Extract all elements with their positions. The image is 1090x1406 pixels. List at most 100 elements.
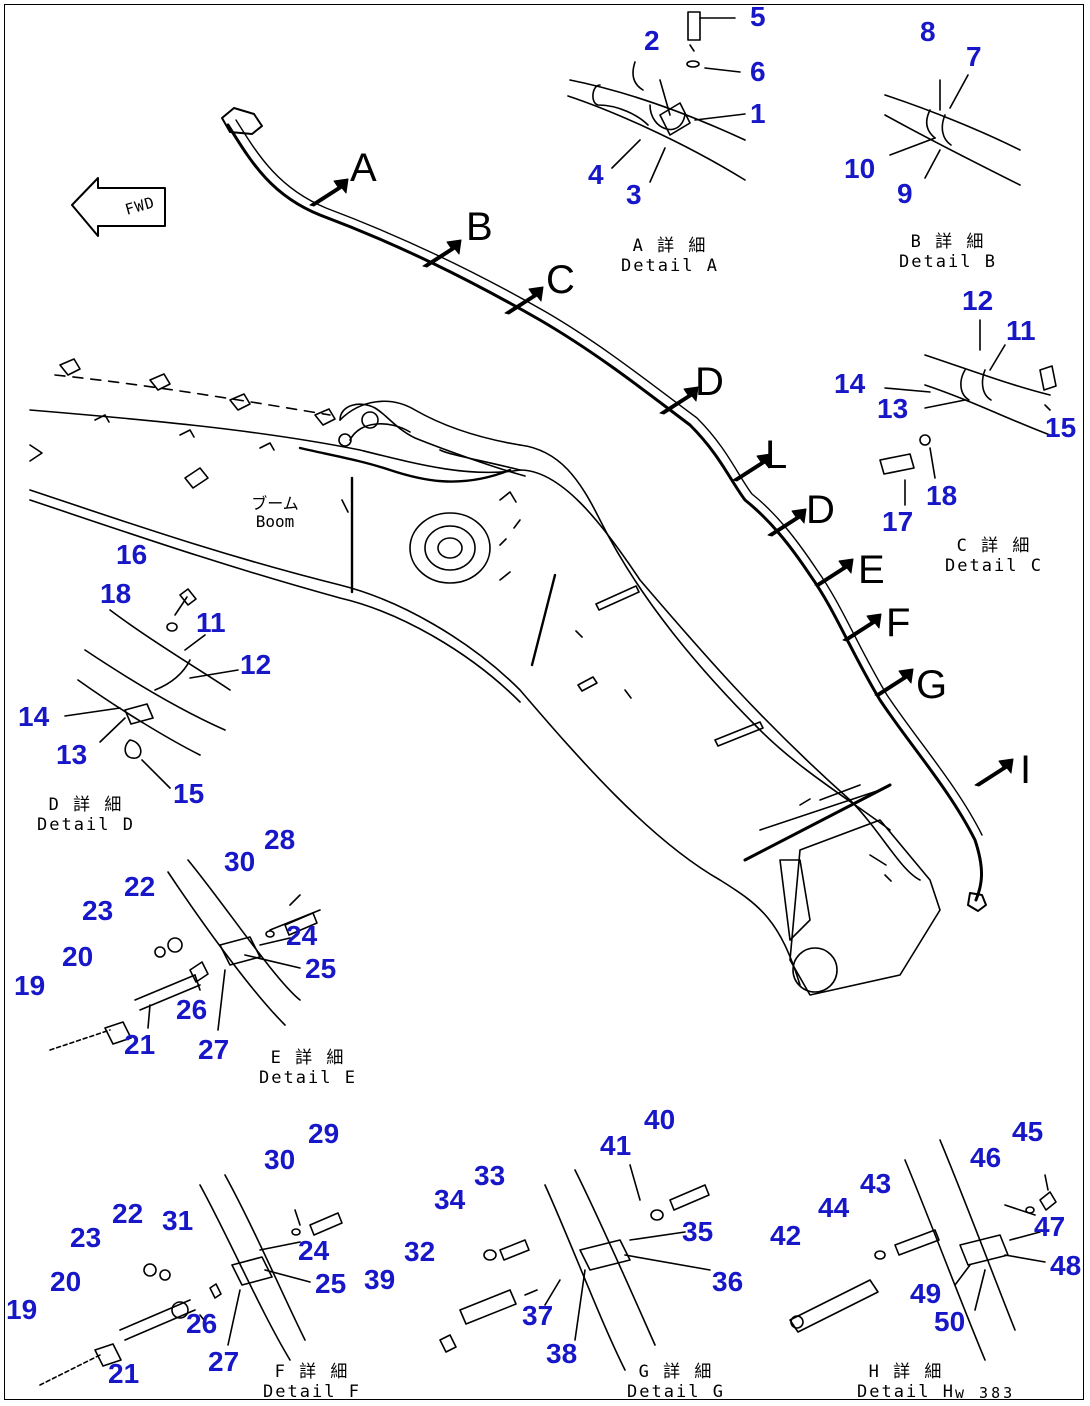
detail-a-caption: A 詳 細 Detail A bbox=[610, 236, 730, 276]
callout-21: 21 bbox=[124, 1029, 156, 1060]
callout-5: 5 bbox=[750, 1, 766, 32]
detail-a-sketch bbox=[567, 11, 746, 183]
view-letter-e: E bbox=[858, 548, 885, 592]
callout-27b: 27 bbox=[208, 1346, 240, 1377]
detail-g-sketch bbox=[439, 1164, 711, 1371]
detail-b-caption: B 詳 細 Detail B bbox=[888, 232, 1008, 272]
fwd-arrow-icon bbox=[71, 177, 166, 237]
callout-23b: 23 bbox=[70, 1222, 102, 1253]
callout-22b: 22 bbox=[112, 1198, 144, 1229]
detail-f-caption: F 詳 細 Detail F bbox=[252, 1362, 372, 1402]
detail-b-jp: B 詳 細 bbox=[910, 232, 986, 252]
detail-g-jp: G 詳 細 bbox=[638, 1362, 714, 1382]
callout-15: 15 bbox=[1045, 412, 1077, 443]
callout-43: 43 bbox=[860, 1168, 892, 1199]
callout-4: 4 bbox=[588, 159, 604, 190]
callout-18b: 18 bbox=[100, 578, 132, 609]
detail-f-en: Detail F bbox=[263, 1382, 361, 1402]
detail-c-jp: C 詳 細 bbox=[956, 536, 1032, 556]
callout-15b: 15 bbox=[173, 778, 205, 809]
callout-3: 3 bbox=[626, 179, 642, 210]
detail-g-en: Detail G bbox=[627, 1382, 725, 1402]
callout-7: 7 bbox=[966, 41, 982, 72]
callout-25b: 25 bbox=[315, 1268, 347, 1299]
callout-8: 8 bbox=[920, 16, 936, 47]
detail-f-sketch bbox=[39, 1174, 343, 1386]
detail-d-jp: D 詳 細 bbox=[48, 795, 124, 815]
callout-2: 2 bbox=[644, 25, 660, 56]
callout-13: 13 bbox=[877, 393, 909, 424]
callout-40: 40 bbox=[644, 1104, 676, 1135]
callout-14b: 14 bbox=[18, 701, 50, 732]
callout-49: 49 bbox=[910, 1278, 942, 1309]
detail-c-en: Detail C bbox=[945, 556, 1043, 576]
callout-16: 16 bbox=[116, 539, 148, 570]
callout-26b: 26 bbox=[186, 1308, 218, 1339]
view-arrows bbox=[309, 178, 1014, 787]
callout-18: 18 bbox=[926, 480, 958, 511]
detail-h-en: Detail H bbox=[857, 1382, 955, 1402]
detail-d-en: Detail D bbox=[37, 815, 135, 835]
callout-23: 23 bbox=[82, 895, 114, 926]
callout-6: 6 bbox=[750, 56, 766, 87]
detail-a-en: Detail A bbox=[621, 256, 719, 276]
callout-31: 31 bbox=[162, 1205, 194, 1236]
callout-36: 36 bbox=[712, 1266, 744, 1297]
callout-11: 11 bbox=[1006, 315, 1036, 346]
view-letter-a: A bbox=[350, 146, 377, 190]
detail-e-sketch bbox=[49, 859, 321, 1051]
detail-g-caption: G 詳 細 Detail G bbox=[616, 1362, 736, 1402]
callout-19b: 19 bbox=[6, 1294, 38, 1325]
callout-25: 25 bbox=[305, 953, 337, 984]
callout-13b: 13 bbox=[56, 739, 88, 770]
detail-h-caption: H 詳 細 Detail H bbox=[846, 1362, 966, 1402]
detail-d-caption: D 詳 細 Detail D bbox=[26, 795, 146, 835]
callout-9: 9 bbox=[897, 178, 913, 209]
callout-26: 26 bbox=[176, 994, 208, 1025]
callout-20: 20 bbox=[62, 941, 94, 972]
callout-27: 27 bbox=[198, 1034, 230, 1065]
hose-line bbox=[221, 107, 987, 912]
callout-22: 22 bbox=[124, 871, 156, 902]
callout-30b: 30 bbox=[264, 1144, 296, 1175]
callout-19: 19 bbox=[14, 970, 46, 1001]
callout-20b: 20 bbox=[50, 1266, 82, 1297]
view-letter-i: I bbox=[1020, 748, 1032, 792]
callout-45: 45 bbox=[1012, 1116, 1044, 1147]
callout-30: 30 bbox=[224, 846, 256, 877]
detail-e-en: Detail E bbox=[259, 1068, 357, 1088]
callout-10: 10 bbox=[844, 153, 876, 184]
detail-b-sketch bbox=[884, 74, 1021, 186]
detail-e-jp: E 詳 細 bbox=[270, 1048, 346, 1068]
callout-17: 17 bbox=[882, 506, 914, 537]
callout-33: 33 bbox=[474, 1160, 506, 1191]
callout-50: 50 bbox=[934, 1306, 966, 1337]
callout-44: 44 bbox=[818, 1192, 850, 1223]
view-letter-b: B bbox=[466, 205, 493, 249]
boom-body bbox=[29, 358, 941, 996]
drawing-footnote: w 383 bbox=[955, 1384, 1016, 1402]
callout-14: 14 bbox=[834, 368, 866, 399]
callout-21b: 21 bbox=[108, 1358, 140, 1389]
detail-a-jp: A 詳 細 bbox=[632, 236, 708, 256]
callout-12: 12 bbox=[962, 285, 994, 316]
boom-label: ブーム Boom bbox=[240, 495, 310, 531]
detail-c-sketch bbox=[879, 319, 1057, 506]
view-letter-d2: D bbox=[806, 488, 835, 532]
detail-f-jp: F 詳 細 bbox=[274, 1362, 350, 1382]
callout-41: 41 bbox=[600, 1130, 632, 1161]
callout-37: 37 bbox=[522, 1300, 554, 1331]
detail-h-sketch bbox=[789, 1139, 1057, 1361]
callout-24b: 24 bbox=[298, 1235, 330, 1266]
callout-34: 34 bbox=[434, 1184, 466, 1215]
detail-h-jp: H 詳 細 bbox=[868, 1362, 944, 1382]
view-letter-g: G bbox=[916, 663, 948, 707]
view-letter-d: D bbox=[695, 360, 724, 404]
detail-b-en: Detail B bbox=[899, 252, 997, 272]
callout-39: 39 bbox=[364, 1264, 396, 1295]
callout-48: 48 bbox=[1050, 1250, 1082, 1281]
view-letter-l: L bbox=[765, 433, 788, 477]
boom-label-en: Boom bbox=[255, 512, 295, 531]
